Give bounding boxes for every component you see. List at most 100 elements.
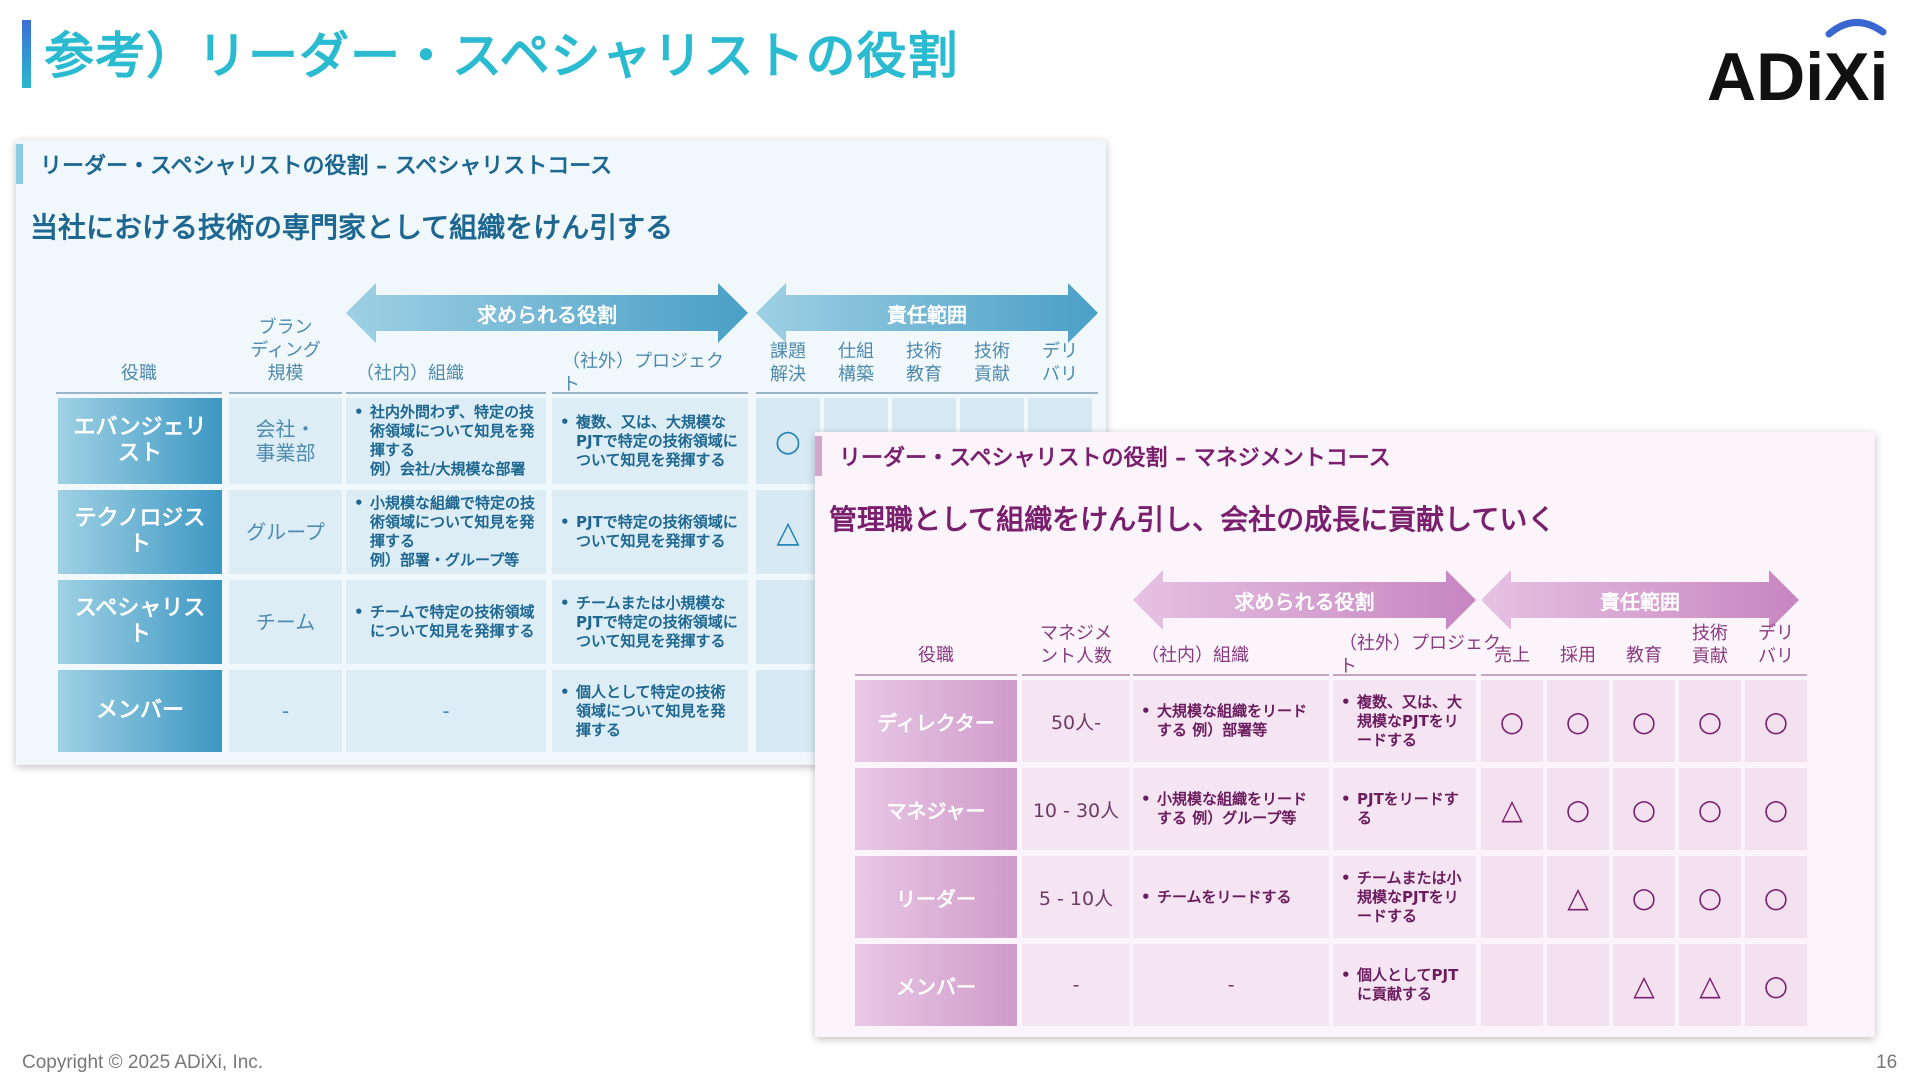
scope-mark: ○ — [1745, 680, 1807, 762]
scope-mark — [756, 580, 820, 664]
header-underline — [229, 392, 342, 394]
branding-cell: チーム — [229, 580, 342, 664]
role-cell: マネジャー — [855, 768, 1017, 850]
role-cell: エバンジェリ スト — [58, 398, 222, 484]
scope-mark: △ — [756, 490, 820, 574]
scope-mark: △ — [1481, 768, 1543, 850]
header-scope-3: 技術 教育 — [906, 341, 942, 385]
header-scope-2: 仕組 構築 — [838, 341, 874, 385]
scope-mark: ○ — [1679, 768, 1741, 850]
count-cell: 10 - 30人 — [1022, 768, 1130, 850]
card-accent-bar — [16, 144, 23, 184]
internal-cell: •チームで特定の技術領域について知見を発揮する — [346, 580, 546, 664]
header-role: 役職 — [918, 645, 954, 666]
header-count: マネジメ ント人数 — [1040, 623, 1112, 667]
adixi-logo: ADiXi — [1707, 19, 1888, 110]
internal-cell: - — [346, 670, 546, 752]
copyright: Copyright © 2025 ADiXi, Inc. — [22, 1052, 264, 1073]
scope-mark: ○ — [1679, 680, 1741, 762]
title-accent-bar — [22, 20, 31, 88]
scope-mark: ○ — [1547, 768, 1609, 850]
count-cell: - — [1022, 944, 1130, 1026]
scope-mark: ○ — [1481, 680, 1543, 762]
scope-mark: ○ — [1745, 856, 1807, 938]
scope-mark: △ — [1679, 944, 1741, 1026]
header-underline — [552, 392, 748, 394]
header-underline — [756, 392, 1098, 394]
management-course-slide: リーダー・スペシャリストの役割 – マネジメントコース 管理職として組織をけん引… — [815, 432, 1875, 1037]
external-cell: •PJTをリードする — [1333, 768, 1476, 850]
roles-arrow: 求められる役割 — [346, 283, 748, 343]
internal-cell: •チームをリードする — [1133, 856, 1329, 938]
header-underline — [1133, 674, 1329, 676]
specialist-card-heading: 当社における技術の専門家として組織をけん引する — [30, 211, 674, 244]
scope-mark: ○ — [1613, 768, 1675, 850]
header-scope-3: 教育 — [1626, 645, 1662, 666]
page-title: 参考）リーダー・スペシャリストの役割 — [44, 27, 959, 85]
scope-mark: ○ — [1547, 680, 1609, 762]
scope-arrow: 責任範囲 — [756, 283, 1098, 343]
header-internal: （社内）組織 — [356, 363, 464, 384]
branding-cell: - — [229, 670, 342, 752]
management-card-heading: 管理職として組織をけん引し、会社の成長に貢献していく — [829, 503, 1556, 536]
internal-cell: •小規模な組織をリードする 例）グループ等 — [1133, 768, 1329, 850]
role-cell: メンバー — [58, 670, 222, 752]
scope-mark: ○ — [756, 398, 820, 484]
header-branding: ブラン ディング 規模 — [250, 317, 321, 384]
external-cell: •PJTで特定の技術領域について知見を発揮する — [552, 490, 748, 574]
header-external: （社外）プロジェク ト — [562, 351, 724, 395]
scope-mark: ○ — [1745, 944, 1807, 1026]
role-cell: スペシャリス ト — [58, 580, 222, 664]
management-card-label: リーダー・スペシャリストの役割 – マネジメントコース — [839, 446, 1391, 471]
header-underline — [56, 392, 222, 394]
header-underline — [1022, 674, 1130, 676]
role-cell: リーダー — [855, 856, 1017, 938]
header-scope-5: デリ バリ — [1758, 623, 1794, 667]
branding-cell: グループ — [229, 490, 342, 574]
logo-text: ADiXi — [1707, 39, 1888, 110]
internal-cell: •小規模な組織で特定の技術領域について知見を発揮する 例）部署・グループ等 — [346, 490, 546, 574]
internal-cell: - — [1133, 944, 1329, 1026]
header-underline — [1481, 674, 1807, 676]
scope-mark — [1547, 944, 1609, 1026]
page-number: 16 — [1876, 1052, 1898, 1073]
specialist-card-label: リーダー・スペシャリストの役割 – スペシャリストコース — [40, 154, 613, 179]
external-cell: •個人として特定の技術領域について知見を発揮する — [552, 670, 748, 752]
external-cell: •個人としてPJTに貢献する — [1333, 944, 1476, 1026]
header-scope-4: 技術 貢献 — [974, 341, 1010, 385]
scope-mark — [1481, 856, 1543, 938]
header-underline — [1333, 674, 1476, 676]
scope-mark: △ — [1613, 944, 1675, 1026]
external-cell: •チームまたは小規模なPJTをリードする — [1333, 856, 1476, 938]
internal-cell: •社内外問わず、特定の技術領域について知見を発揮する 例）会社/大規模な部署 — [346, 398, 546, 484]
scope-mark — [1481, 944, 1543, 1026]
scope-mark: ○ — [1613, 680, 1675, 762]
scope-mark — [756, 670, 820, 752]
header-role: 役職 — [121, 363, 157, 384]
header-scope-1: 売上 — [1494, 645, 1530, 666]
header-scope-5: デリ バリ — [1042, 341, 1078, 385]
internal-cell: •大規模な組織をリードする 例）部署等 — [1133, 680, 1329, 762]
external-cell: •複数、又は、大規模なPJTをリードする — [1333, 680, 1476, 762]
external-cell: •チームまたは小規模なPJTで特定の技術領域について知見を発揮する — [552, 580, 748, 664]
header-scope-2: 採用 — [1560, 645, 1596, 666]
role-cell: ディレクター — [855, 680, 1017, 762]
header-external: （社外）プロジェク ト — [1339, 633, 1501, 677]
header-underline — [346, 392, 546, 394]
scope-mark: △ — [1547, 856, 1609, 938]
scope-arrow: 責任範囲 — [1481, 570, 1799, 630]
count-cell: 5 - 10人 — [1022, 856, 1130, 938]
header-underline — [855, 674, 1017, 676]
specialist-course-slide: リーダー・スペシャリストの役割 – スペシャリストコース 当社における技術の専門… — [16, 140, 1106, 765]
card-accent-bar — [815, 436, 822, 476]
header-internal: （社内）組織 — [1141, 645, 1249, 666]
scope-mark: ○ — [1679, 856, 1741, 938]
branding-cell: 会社・ 事業部 — [229, 398, 342, 484]
roles-arrow: 求められる役割 — [1133, 570, 1476, 630]
header-scope-1: 課題 解決 — [770, 341, 806, 385]
role-cell: テクノロジス ト — [58, 490, 222, 574]
count-cell: 50人- — [1022, 680, 1130, 762]
header-scope-4: 技術 貢献 — [1692, 623, 1728, 667]
scope-mark: ○ — [1745, 768, 1807, 850]
scope-mark: ○ — [1613, 856, 1675, 938]
